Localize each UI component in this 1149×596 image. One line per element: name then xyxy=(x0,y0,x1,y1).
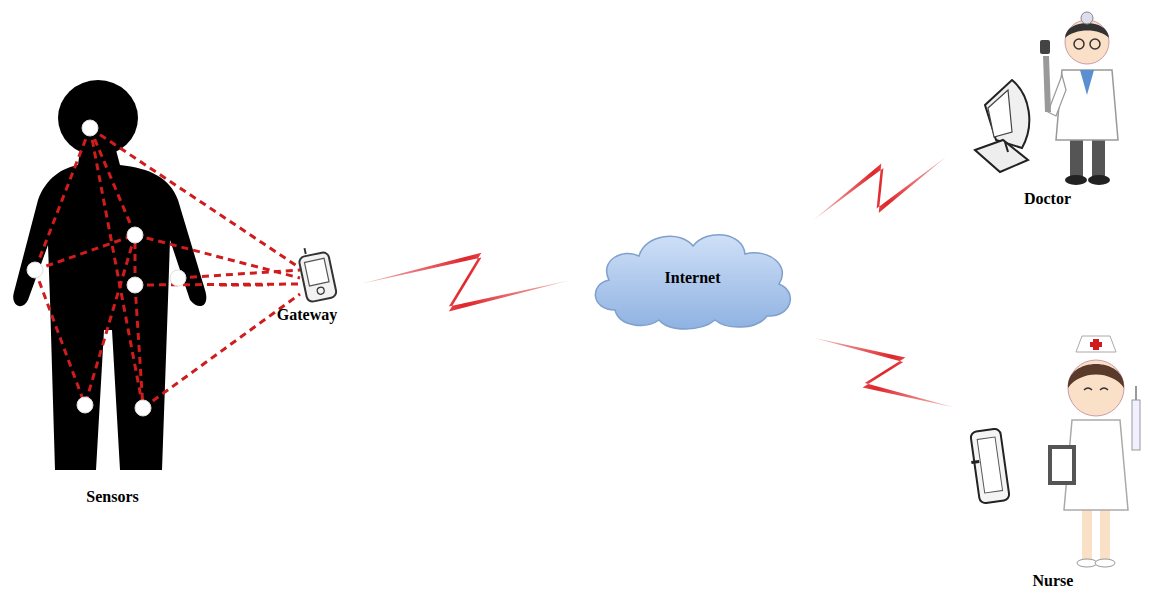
sensor-links xyxy=(35,128,300,408)
doctor-node: Doctor xyxy=(960,8,1135,208)
nurse-tablet xyxy=(967,428,1010,504)
doctor-computer xyxy=(975,80,1029,172)
sensors-label: Sensors xyxy=(84,488,140,506)
nurse-label: Nurse xyxy=(1031,572,1076,590)
lightning-link xyxy=(814,156,947,220)
lightning-link xyxy=(813,338,954,408)
sensor-dots xyxy=(27,120,186,416)
internet-cloud: Internet xyxy=(585,222,800,334)
doctor-label: Doctor xyxy=(1022,190,1073,208)
dashed-link xyxy=(220,284,269,287)
sensor-body-node: Sensors xyxy=(5,78,220,506)
gateway-phone xyxy=(297,244,338,303)
nurse-node: Nurse xyxy=(968,322,1138,590)
gateway-label: Gateway xyxy=(275,306,339,324)
doctor-figure xyxy=(1040,12,1118,185)
internet-label: Internet xyxy=(663,269,723,287)
body-silhouette xyxy=(13,80,206,470)
lightning-link xyxy=(360,253,570,312)
gateway-node: Gateway xyxy=(269,246,345,324)
nurse-figure xyxy=(1048,336,1140,567)
